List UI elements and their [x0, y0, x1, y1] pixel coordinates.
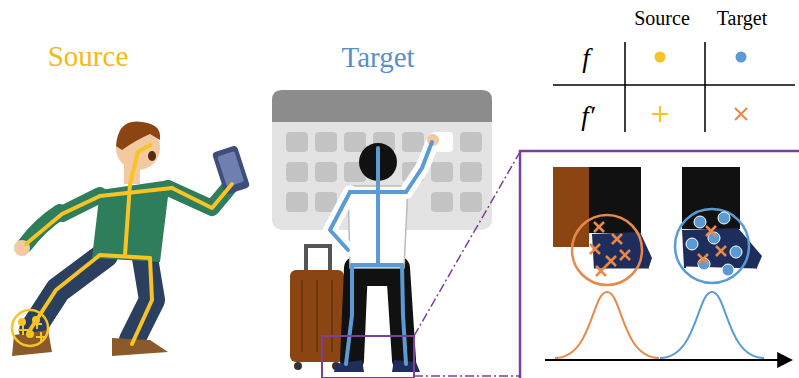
source-foot-features	[12, 310, 48, 346]
jeans-leg	[32, 255, 105, 330]
skeleton-line	[100, 255, 150, 258]
cross-mark	[606, 256, 616, 266]
cross-mark	[612, 234, 622, 244]
cross-mark	[620, 250, 630, 260]
skeleton-line	[330, 192, 350, 250]
sleeve-outline	[330, 192, 350, 250]
suitcase-handle	[306, 246, 330, 272]
table-row-label: f′	[581, 103, 594, 130]
trouser-detail	[589, 167, 641, 233]
axis	[545, 359, 790, 361]
zoom-leader	[414, 375, 520, 377]
skeleton-line	[172, 184, 232, 208]
wheel	[294, 362, 302, 370]
figure-label: Source	[48, 42, 129, 71]
shoe	[334, 360, 364, 372]
feature-dot	[694, 216, 706, 228]
skeleton-line	[376, 148, 380, 190]
calendar-cell	[315, 132, 337, 152]
source-distribution	[555, 292, 659, 358]
shirt	[348, 186, 408, 268]
zoom-panel-border	[520, 151, 799, 378]
hair	[116, 122, 160, 151]
mouth	[148, 151, 156, 161]
shoe-sole	[686, 268, 756, 270]
table-rule	[625, 42, 705, 132]
table-row-label: f	[582, 45, 590, 72]
skeleton-line	[30, 255, 100, 330]
feature-dot	[722, 264, 734, 276]
figure-label: Target	[341, 43, 414, 72]
trouser-detail	[682, 167, 740, 229]
calendar-cell	[315, 162, 337, 182]
calendar-cell	[460, 192, 482, 212]
cross-mark	[594, 222, 604, 232]
target-features-f	[686, 212, 742, 276]
table-header: Target	[717, 8, 767, 28]
suitcase-ridge	[302, 280, 332, 352]
source-features-f-prime	[590, 222, 630, 276]
target-distribution	[660, 292, 764, 358]
skeleton-line	[100, 188, 172, 196]
feature-table	[553, 42, 795, 132]
skeleton-line	[346, 265, 352, 364]
table-rule	[553, 84, 795, 86]
feature-dot	[730, 246, 742, 258]
target-f-dot	[736, 52, 747, 63]
cross-mark	[590, 244, 600, 254]
phone-screen	[217, 151, 244, 187]
table-header: Source	[634, 8, 690, 28]
calendar-cell	[286, 192, 308, 212]
skeleton-line	[130, 145, 150, 184]
calendar-cell	[431, 192, 453, 212]
skeleton-line	[406, 142, 432, 192]
sleeve	[168, 184, 232, 208]
source-skeleton	[26, 145, 232, 344]
feature-plus	[18, 319, 46, 342]
skeleton-line	[376, 190, 380, 265]
calendar-cell	[460, 132, 482, 152]
suitcase-body	[290, 270, 344, 362]
target-feature-circle	[675, 209, 749, 283]
calendar-cell	[431, 162, 453, 182]
calendar-cell	[460, 162, 482, 182]
skeleton-line	[26, 196, 100, 244]
trousers-top	[350, 262, 404, 286]
boot	[112, 338, 168, 356]
cross-mark	[706, 226, 716, 236]
calendar-cell	[286, 162, 308, 182]
feature-circle	[12, 310, 48, 346]
zoom-panel	[545, 167, 790, 360]
source-f-dot	[655, 52, 666, 63]
suitcase-detail	[553, 167, 589, 247]
cross-mark	[596, 266, 606, 276]
calendar-header	[272, 90, 492, 122]
cross-mark	[698, 254, 708, 264]
source-feature-circle	[572, 215, 642, 285]
source-person	[12, 122, 250, 357]
suitcase	[290, 246, 344, 370]
sleeve	[330, 192, 350, 250]
calendar-cell	[344, 132, 366, 152]
zoom-leader	[414, 152, 520, 336]
feature-dot	[26, 330, 34, 338]
zoom-box	[322, 336, 414, 378]
cross-mark	[716, 246, 726, 256]
feature-dot	[18, 318, 26, 326]
skeleton-line	[352, 263, 402, 267]
skeleton-line	[132, 258, 152, 344]
calendar-cell	[402, 132, 424, 152]
target-f-prime-cross	[735, 108, 747, 120]
calendar-cell	[286, 132, 308, 152]
feature-dot	[718, 212, 730, 224]
skeleton-line	[402, 265, 406, 364]
zoom-indicator	[322, 151, 799, 378]
target-features-f-prime	[698, 226, 726, 264]
source-f-prime-plus	[652, 106, 668, 122]
feature-dot	[686, 238, 698, 250]
